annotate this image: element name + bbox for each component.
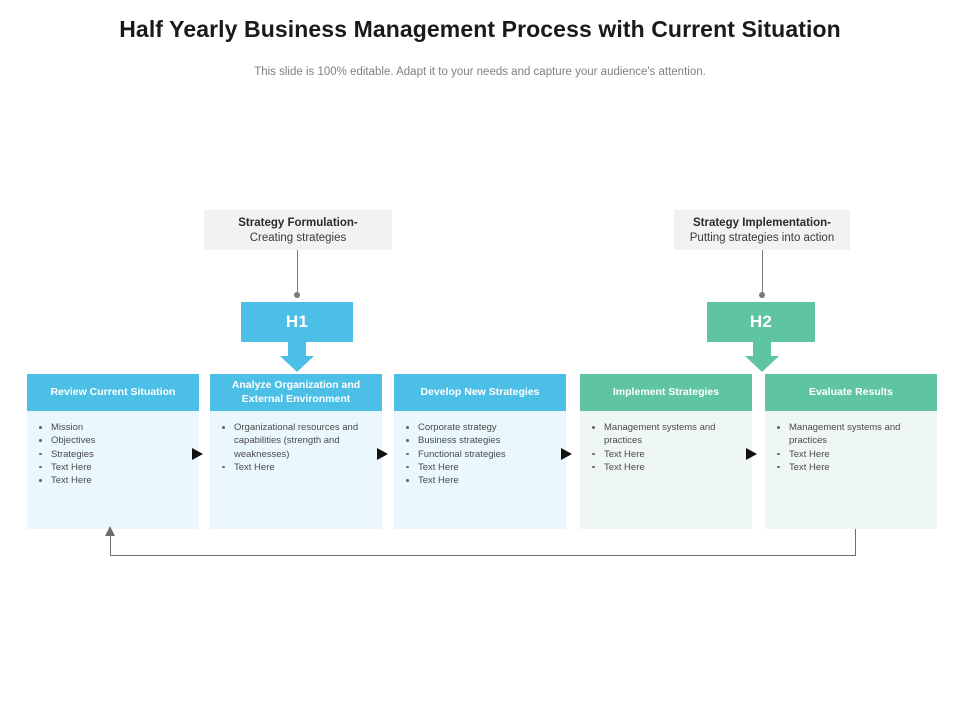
callout-title: Strategy Formulation- — [238, 217, 358, 229]
connector-dot-icon — [759, 292, 765, 298]
list-item: Text Here — [775, 448, 929, 461]
card-header-title: Implement Strategies — [580, 374, 752, 411]
process-step-card[interactable]: Implement Strategies Management systems … — [580, 374, 752, 529]
list-item: Text Here — [590, 448, 744, 461]
arrow-head — [280, 356, 314, 372]
right-arrow-icon — [192, 448, 203, 460]
page-subtitle: This slide is 100% editable. Adapt it to… — [254, 66, 706, 78]
process-step-card[interactable]: Review Current Situation Mission Objecti… — [27, 374, 199, 529]
callout-strategy-implementation: Strategy Implementation- Putting strateg… — [674, 210, 850, 250]
connector-line — [297, 250, 298, 298]
list-item: Strategies — [37, 448, 191, 461]
bullet-list: Management systems and practices Text He… — [590, 421, 744, 474]
bullet-list: Management systems and practices Text He… — [775, 421, 929, 474]
card-header-title: Analyze Organization and External Enviro… — [210, 374, 382, 411]
list-item: Functional strategies — [404, 448, 558, 461]
feedback-loop-right-segment — [855, 529, 856, 556]
list-item: Organizational resources and capabilitie… — [220, 421, 374, 461]
bullet-list: Corporate strategy Business strategies F… — [404, 421, 558, 487]
list-item: Text Here — [220, 461, 374, 474]
callout-subtitle: Putting strategies into action — [689, 232, 835, 245]
list-item: Corporate strategy — [404, 421, 558, 434]
card-body: Mission Objectives Strategies Text Here … — [27, 411, 199, 529]
list-item: Management systems and practices — [775, 421, 929, 448]
callout-title: Strategy Implementation- — [692, 217, 832, 229]
callout-subtitle: Creating strategies — [249, 232, 347, 245]
list-item: Text Here — [775, 461, 929, 474]
card-header-title: Evaluate Results — [765, 374, 937, 411]
connector-dot-icon — [294, 292, 300, 298]
right-arrow-icon — [377, 448, 388, 460]
list-item: Mission — [37, 421, 191, 434]
feedback-loop-arrow-icon — [105, 526, 115, 536]
period-badge-h2[interactable]: H2 — [707, 302, 815, 342]
card-body: Management systems and practices Text He… — [765, 411, 937, 529]
arrow-stem — [288, 342, 306, 356]
list-item: Text Here — [37, 474, 191, 487]
arrow-head — [745, 356, 779, 372]
list-item: Business strategies — [404, 434, 558, 447]
right-arrow-icon — [746, 448, 757, 460]
right-arrow-icon — [561, 448, 572, 460]
list-item: Text Here — [37, 461, 191, 474]
card-header-title: Develop New Strategies — [394, 374, 566, 411]
bullet-list: Mission Objectives Strategies Text Here … — [37, 421, 191, 487]
list-item: Objectives — [37, 434, 191, 447]
connector-line — [762, 250, 763, 298]
list-item: Text Here — [404, 461, 558, 474]
process-step-card[interactable]: Analyze Organization and External Enviro… — [210, 374, 382, 529]
list-item: Management systems and practices — [590, 421, 744, 448]
card-body: Management systems and practices Text He… — [580, 411, 752, 529]
card-body: Corporate strategy Business strategies F… — [394, 411, 566, 529]
feedback-loop-left-segment — [110, 535, 111, 556]
card-header-title: Review Current Situation — [27, 374, 199, 411]
feedback-loop-bottom-segment — [110, 555, 856, 556]
bullet-list: Organizational resources and capabilitie… — [220, 421, 374, 474]
callout-strategy-formulation: Strategy Formulation- Creating strategie… — [204, 210, 392, 250]
card-body: Organizational resources and capabilitie… — [210, 411, 382, 529]
process-step-card[interactable]: Develop New Strategies Corporate strateg… — [394, 374, 566, 529]
page-title: Half Yearly Business Management Process … — [119, 16, 841, 42]
period-badge-h1[interactable]: H1 — [241, 302, 353, 342]
arrow-stem — [753, 342, 771, 356]
list-item: Text Here — [590, 461, 744, 474]
list-item: Text Here — [404, 474, 558, 487]
process-step-card[interactable]: Evaluate Results Management systems and … — [765, 374, 937, 529]
